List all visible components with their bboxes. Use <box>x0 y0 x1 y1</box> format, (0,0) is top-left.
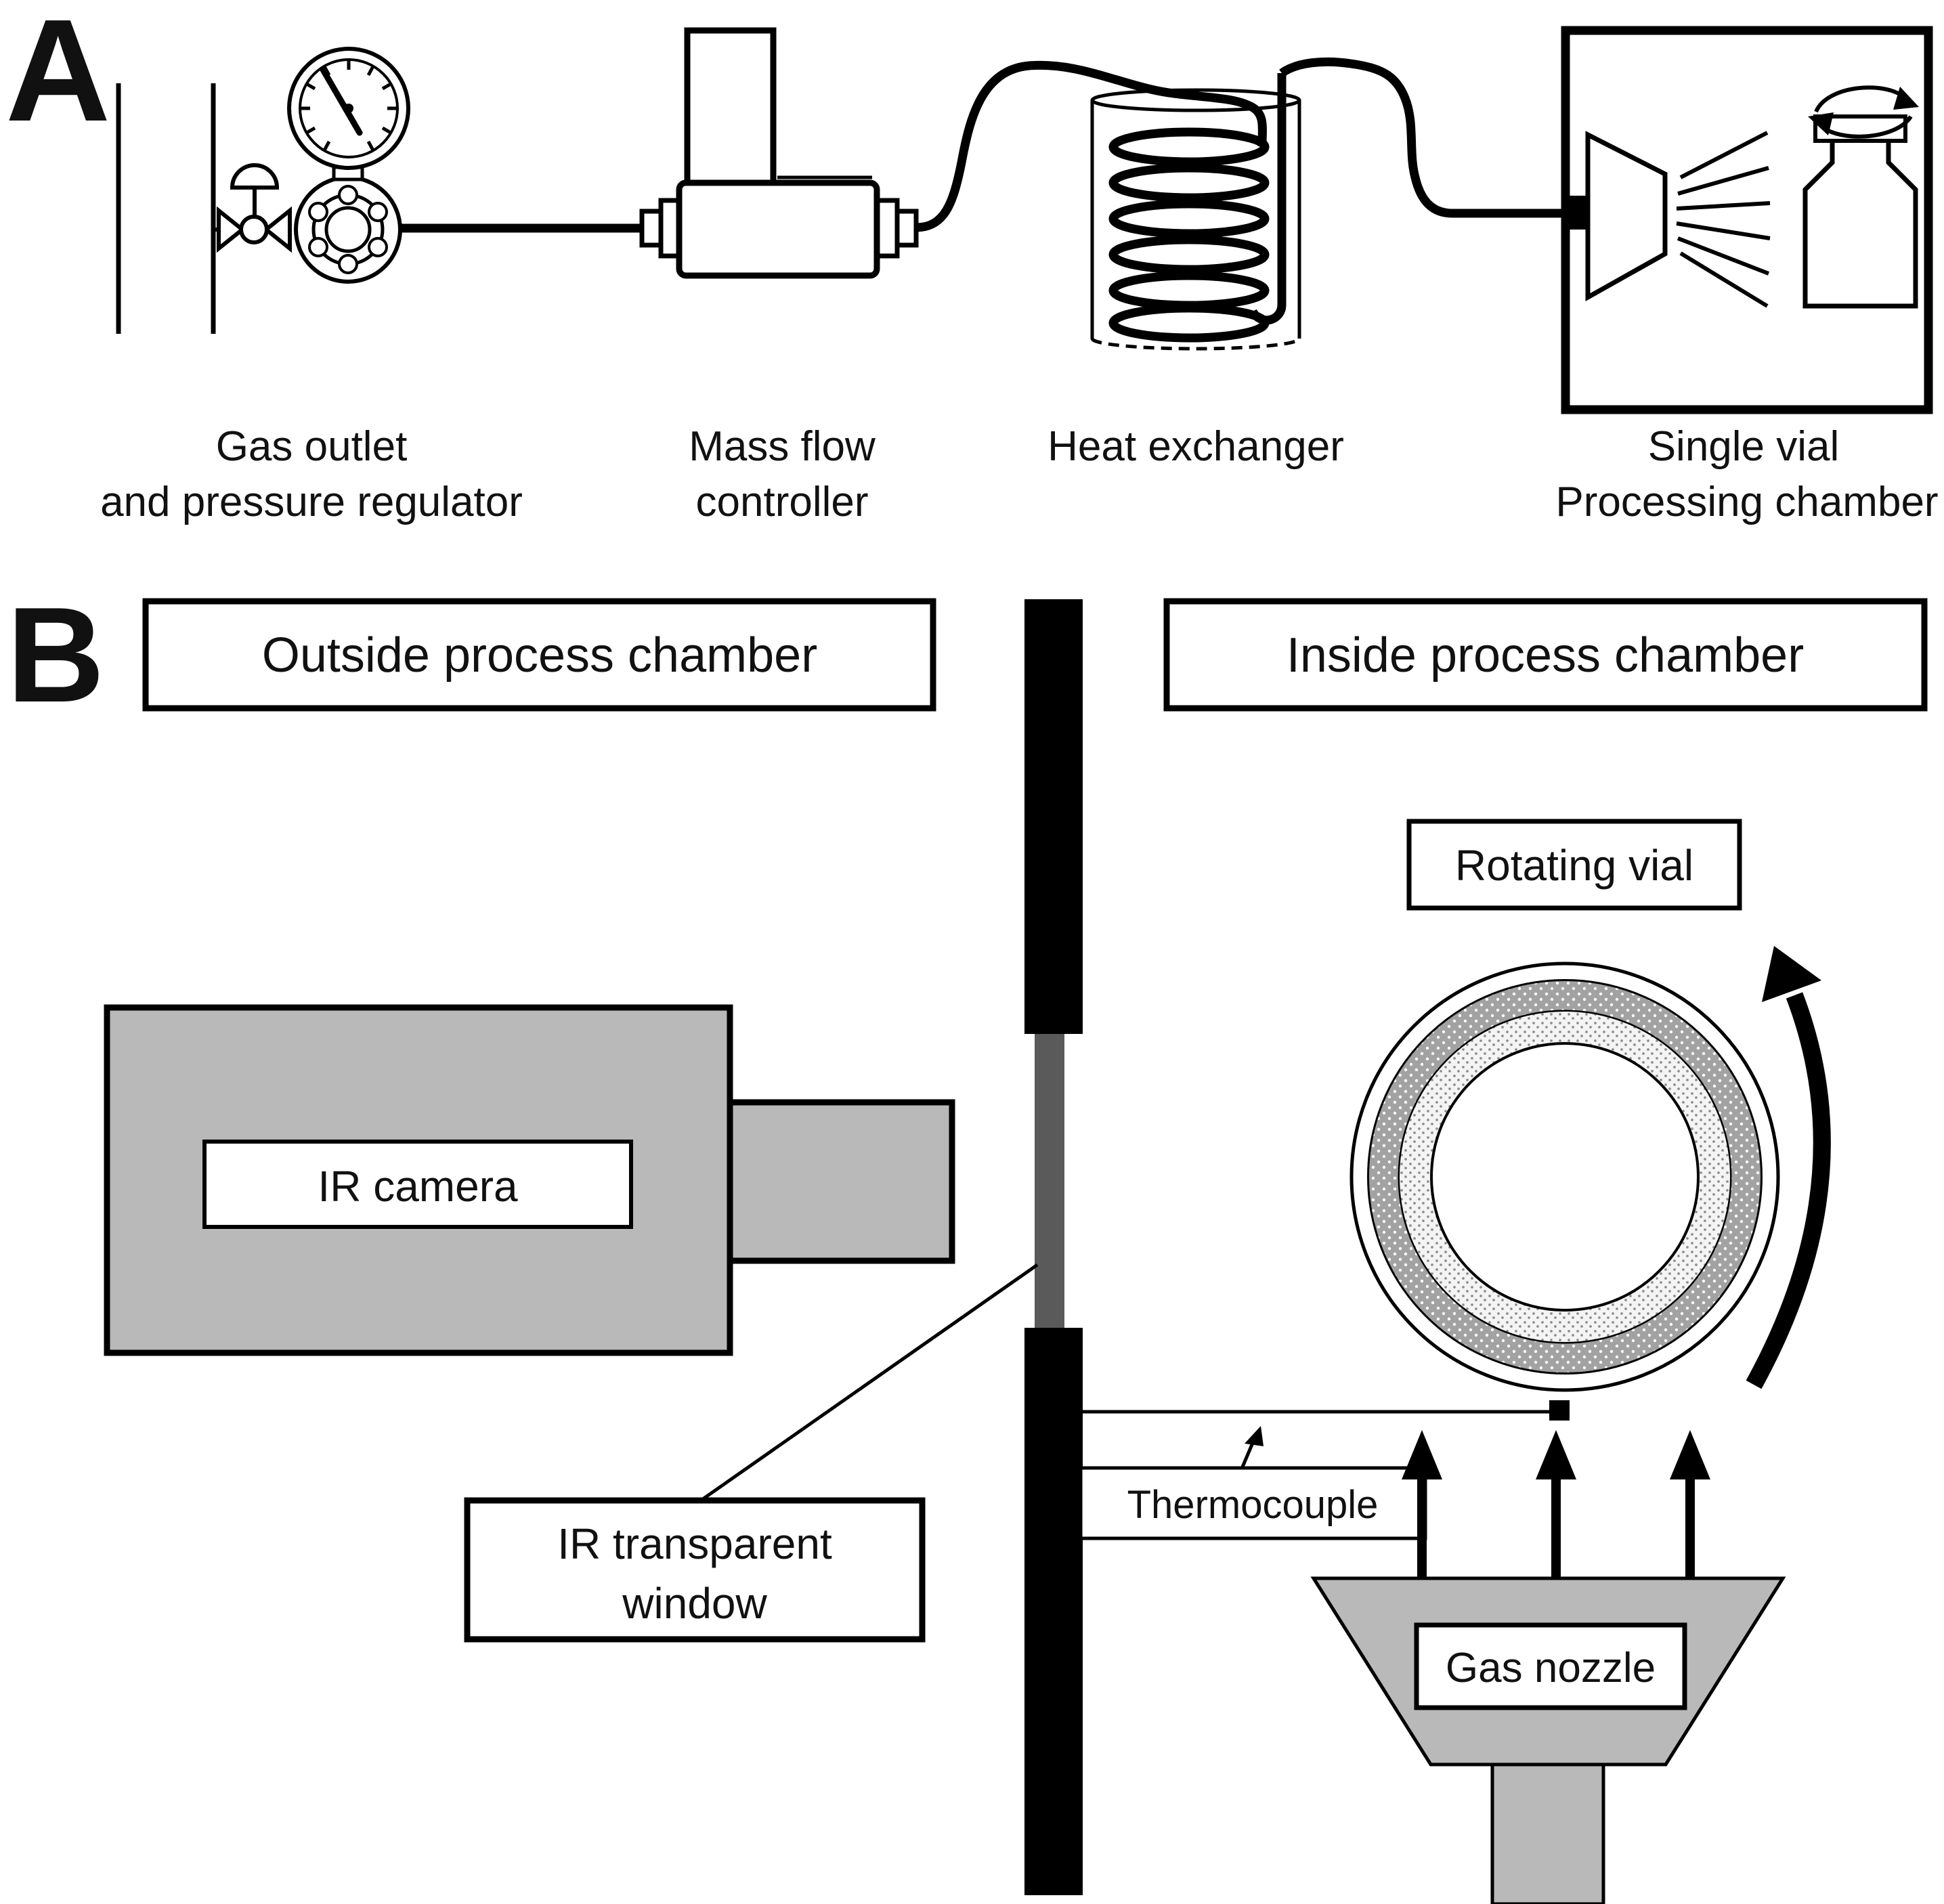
panel-a: A <box>5 0 1939 525</box>
mass-flow-controller-icon <box>639 27 919 279</box>
spray-lines-icon <box>1676 131 1771 308</box>
vial-icon <box>1802 114 1918 309</box>
chamber-wall <box>1024 599 1083 1895</box>
pressure-regulator-icon <box>294 165 402 284</box>
inside-chamber-box <box>1163 598 1928 712</box>
ir-camera-lens <box>727 1099 955 1264</box>
thermocouple-label: Thermocouple <box>1127 1483 1379 1527</box>
gas-nozzle-icon <box>1310 1576 1786 1904</box>
rotating-vial-label-box <box>1406 819 1742 911</box>
caption-heat-exchanger: Heat exchanger <box>1047 423 1344 470</box>
vial-glass-ring <box>1369 981 1761 1372</box>
ir-window <box>1035 1034 1064 1328</box>
spray-nozzle-icon <box>1585 131 1668 301</box>
gauge-needle <box>320 66 363 136</box>
rotation-arrow-icon <box>1746 946 1831 1389</box>
wall-upper-segment <box>1024 599 1083 1034</box>
heat-exchanger-icon <box>1090 73 1301 351</box>
ir-window-leader-line <box>699 1263 1039 1502</box>
caption-chamber-line1: Single vial <box>1648 423 1840 470</box>
panel-b: B Outside process chamber Inside process… <box>7 580 1928 1904</box>
process-chamber-icon <box>1561 26 1933 414</box>
valve-icon <box>213 163 292 253</box>
ir-window-label-line1: IR transparent <box>557 1519 832 1568</box>
caption-gas-outlet-line1: Gas outlet <box>216 423 408 470</box>
vial-product-ring <box>1400 1012 1730 1342</box>
caption-mass-flow-line1: Mass flow <box>689 423 876 470</box>
caption-gas-outlet-line2: and pressure regulator <box>100 479 523 525</box>
panel-b-letter: B <box>7 580 104 731</box>
tube-to-chamber <box>1279 57 1564 218</box>
pressure-gauge-icon <box>287 47 410 170</box>
gas-nozzle-stem <box>1490 1762 1605 1904</box>
gas-nozzle-label-box <box>1414 1622 1687 1710</box>
rotation-arrows-icon <box>1808 85 1919 139</box>
gas-flow-arrows-icon <box>1402 1430 1710 1578</box>
gas-nozzle-label: Gas nozzle <box>1446 1645 1656 1691</box>
rotating-vial-label: Rotating vial <box>1455 841 1693 890</box>
caption-chamber-line2: Processing chamber <box>1555 479 1938 525</box>
outside-chamber-box <box>142 598 936 712</box>
ir-window-label-line2: window <box>622 1579 767 1628</box>
rotating-vial-icon <box>1349 961 1780 1392</box>
wall-lower-segment <box>1024 1328 1083 1895</box>
thermocouple-label-box <box>1079 1466 1427 1540</box>
inside-chamber-label: Inside process chamber <box>1287 628 1804 683</box>
outside-chamber-label: Outside process chamber <box>262 628 817 683</box>
ir-camera-icon <box>104 1004 955 1356</box>
heat-exchanger-beaker <box>1090 88 1301 351</box>
panel-a-letter: A <box>5 0 110 152</box>
ir-camera-label: IR camera <box>318 1162 518 1211</box>
ir-window-label-box <box>464 1497 926 1643</box>
gas-outlet-icon <box>116 83 216 334</box>
thermocouple-tip <box>1549 1400 1570 1421</box>
thermocouple-wire <box>1083 1400 1570 1421</box>
ir-camera-label-box <box>202 1140 633 1229</box>
heat-exchanger-coil <box>1108 73 1287 343</box>
caption-mass-flow-line2: controller <box>696 479 869 525</box>
